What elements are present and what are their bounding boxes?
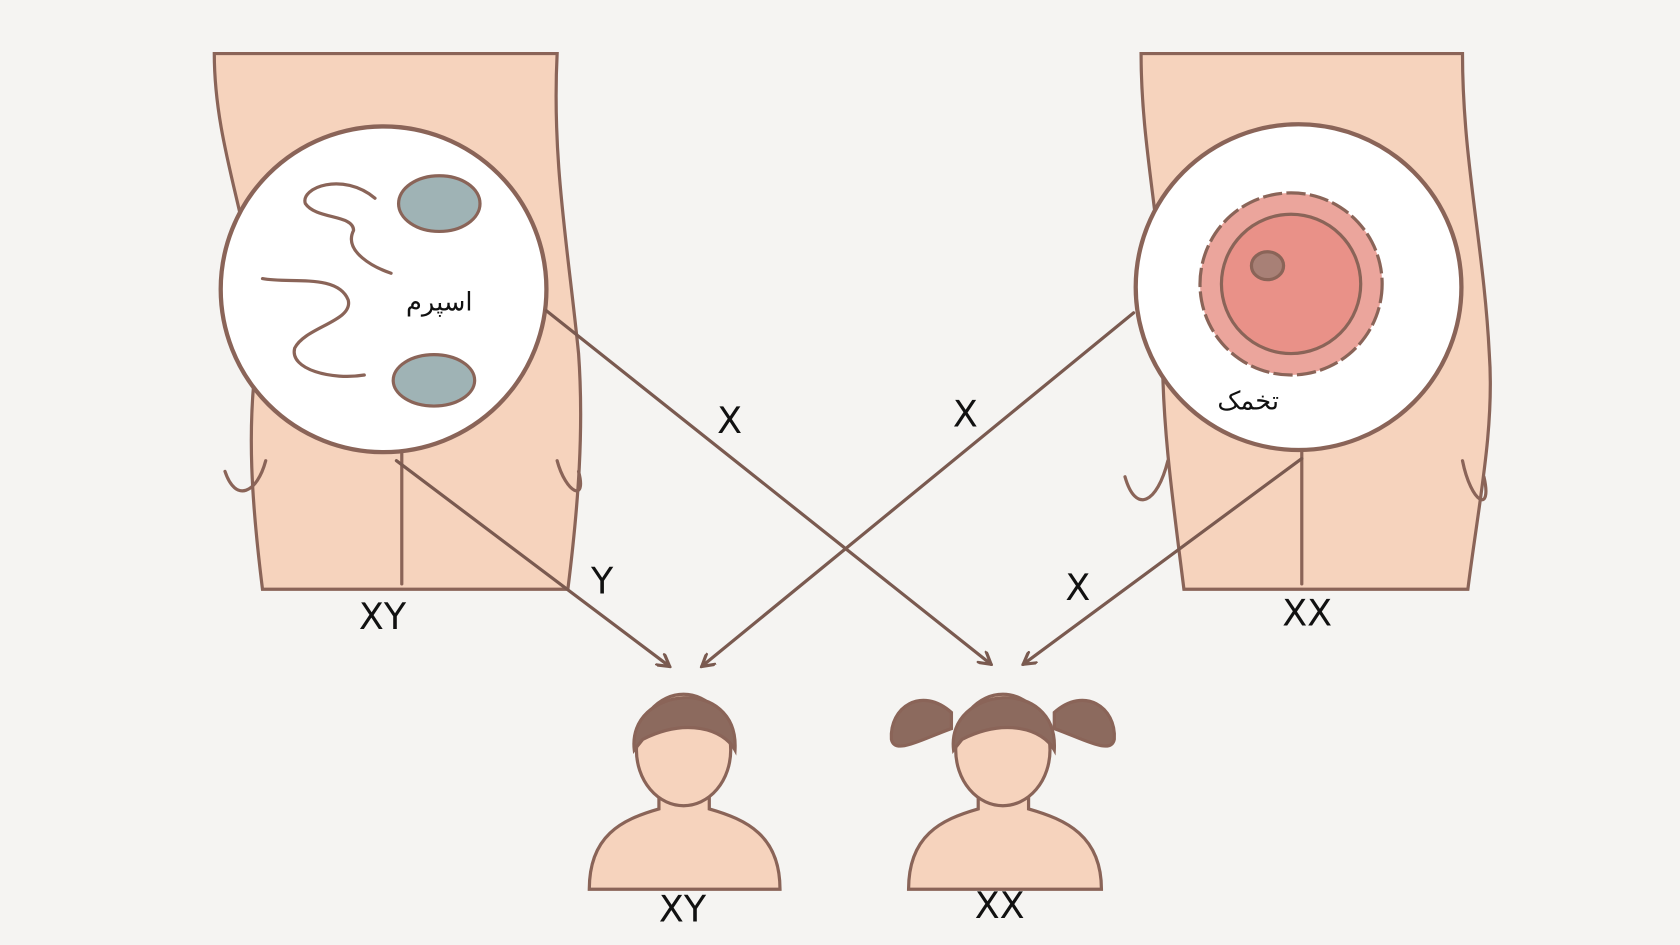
egg-magnifier: تخمک	[1133, 122, 1464, 453]
gamete-label-mother-x2: X	[1065, 566, 1090, 609]
pigtail-icon	[1052, 698, 1116, 748]
arrow-mother-to-son	[702, 311, 1136, 667]
sperm-head-icon	[391, 353, 477, 408]
daughter-genotype: XX	[975, 884, 1025, 927]
sperm-tail-icon	[303, 182, 393, 275]
egg-nucleus-icon	[1249, 250, 1286, 282]
hair-icon	[632, 696, 737, 756]
pigtail-icon	[889, 698, 954, 748]
sperm-magnifier: اسپرم	[218, 124, 549, 455]
gamete-label-mother-x: X	[953, 392, 978, 435]
hair-icon	[951, 696, 1056, 756]
son-figure	[587, 692, 782, 891]
arrow-father-to-daughter	[544, 309, 991, 665]
sperm-head-icon	[396, 174, 482, 234]
arrow-father-to-son	[394, 459, 669, 667]
gamete-label-father-x: X	[717, 399, 742, 442]
egg-label: تخمک	[1217, 386, 1279, 416]
father-genotype: XY	[359, 595, 407, 638]
sperm-label: اسپرم	[406, 288, 473, 318]
mother-genotype: XX	[1282, 592, 1332, 635]
daughter-figure	[889, 692, 1116, 891]
gamete-label-y: Y	[590, 560, 614, 603]
arrow-mother-to-daughter	[1023, 456, 1304, 665]
son-genotype: XY	[659, 887, 707, 930]
